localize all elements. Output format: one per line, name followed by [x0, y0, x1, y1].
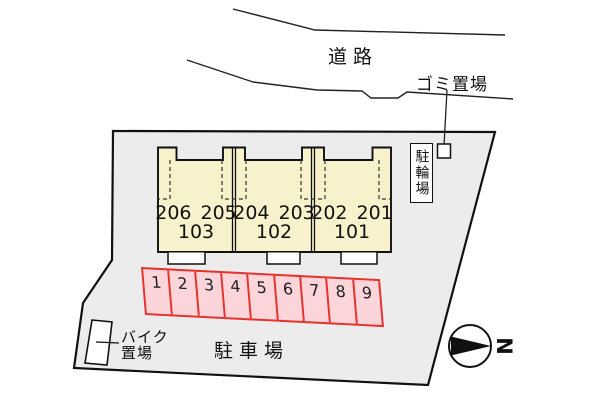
room-206: 206: [155, 202, 192, 224]
parking-space-1: 1: [143, 269, 174, 315]
car-parking-label: 駐車場: [214, 340, 290, 362]
compass-north-letter: N: [492, 337, 516, 355]
garbage-area-label: ゴミ置場: [416, 75, 488, 95]
parking-space-2: 2: [169, 270, 200, 316]
garbage-box: [436, 143, 452, 159]
bike-storage-label-line2: 置場: [121, 344, 154, 362]
garbage-leader-line: [443, 89, 448, 147]
road-label: 道路: [328, 46, 379, 68]
parking-space-9: 9: [361, 283, 373, 303]
parking-space-8: 8: [327, 278, 358, 324]
parking-space-4: 4: [222, 273, 253, 319]
bike-storage-label: バイク 置場: [121, 329, 169, 361]
parking-space-5: 5: [248, 274, 279, 320]
unit-dividers: [231, 147, 316, 252]
parking-space-3: 3: [195, 271, 226, 318]
balcony-dashed-lines: [158, 160, 391, 200]
room-103: 103: [177, 221, 215, 243]
room-101: 101: [333, 221, 371, 243]
bicycle-parking-label: 駐輪場: [413, 149, 430, 197]
road-line-upper: [232, 8, 506, 36]
room-203: 203: [278, 202, 315, 224]
bicycle-parking-box: 駐輪場: [410, 143, 433, 203]
entrance-porches: [167, 252, 378, 265]
bike-leader-line: [95, 341, 120, 344]
unit-1-room-numbers: 206 205 103: [146, 204, 246, 242]
bike-storage-label-line1: バイク: [121, 328, 169, 346]
unit-3-room-numbers: 202 201 101: [302, 204, 402, 242]
building-outline: [157, 146, 392, 253]
room-202: 202: [311, 202, 348, 224]
room-205: 205: [200, 202, 237, 224]
room-201: 201: [356, 202, 393, 224]
room-102: 102: [255, 221, 293, 243]
room-204: 204: [233, 202, 270, 224]
parking-space-6: 6: [274, 275, 305, 322]
road-line-lower: [186, 59, 514, 100]
unit-2-room-numbers: 204 203 102: [224, 204, 324, 242]
parking-space-7: 7: [301, 277, 332, 323]
compass-arrow: [451, 336, 491, 356]
